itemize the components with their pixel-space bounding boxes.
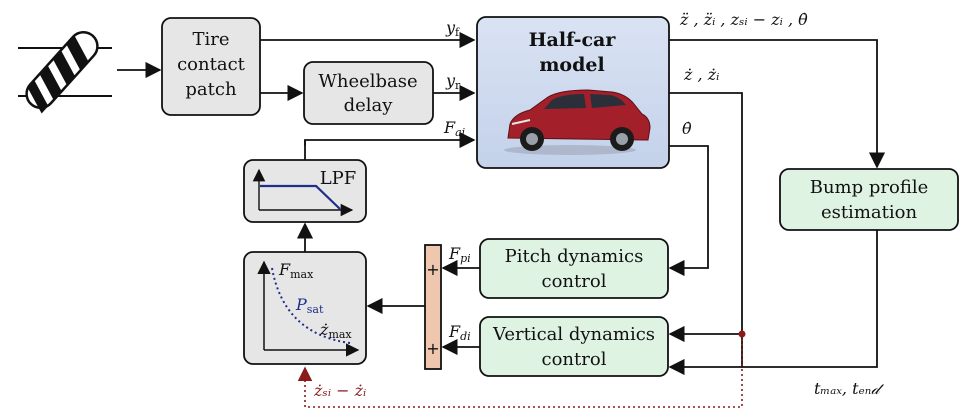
- fmax-label: Fmax: [278, 260, 314, 281]
- model-line-1: Half-car: [529, 29, 617, 51]
- road-bump-icon: [18, 30, 112, 114]
- car-icon: [504, 89, 651, 155]
- accel-to-bump-arrow: [669, 39, 886, 169]
- relative-velocity-feedback: [297, 334, 743, 408]
- lpf-label: LPF: [320, 168, 357, 189]
- vertical-line-1: Vertical dynamics: [492, 324, 655, 345]
- pitch-line-1: Pitch dynamics: [505, 246, 644, 267]
- bump-line-1: Bump profile: [810, 177, 929, 198]
- plus-sign-2: +: [426, 339, 439, 358]
- pitch-dynamics-control-block: Pitch dynamics control: [479, 238, 669, 299]
- zmax-label: żmax: [319, 320, 352, 341]
- relative-velocity-label: żₛᵢ − żᵢ: [313, 381, 366, 400]
- yf-label: yf: [445, 18, 460, 39]
- theta-to-pitch-arrow: [668, 145, 709, 277]
- theta-output-label: θ̇: [682, 119, 692, 138]
- fdi-label: Fdi: [448, 322, 471, 343]
- summing-junction: + +: [424, 244, 442, 370]
- psat-label: Psat: [295, 295, 324, 316]
- yr-label: yr: [445, 71, 461, 92]
- vertical-dynamics-control-block: Vertical dynamics control: [479, 316, 669, 377]
- wheelbase-line-1: Wheelbase: [318, 71, 417, 92]
- vel-output-label: ż , żᵢ: [683, 65, 719, 84]
- tire-contact-patch-block: Tire contact patch: [161, 17, 261, 116]
- tire-line-3: patch: [185, 79, 237, 100]
- pitch-line-2: control: [542, 271, 607, 292]
- accel-output-label: z̈ , z̈ᵢ , zₛᵢ − zᵢ , θ̇: [679, 10, 808, 29]
- lpf-block: LPF: [243, 159, 367, 223]
- wheelbase-line-2: delay: [344, 95, 394, 116]
- vertical-line-2: control: [542, 349, 607, 370]
- plus-sign-1: +: [426, 260, 439, 279]
- fpi-label: Fpi: [448, 244, 471, 265]
- fai-label: Fai: [443, 118, 465, 139]
- lpf-response-line: [260, 184, 341, 210]
- bump-profile-estimation-block: Bump profile estimation: [779, 168, 959, 231]
- model-line-2: model: [539, 54, 604, 76]
- fai-arrow: [304, 131, 476, 149]
- tire-line-1: Tire: [192, 29, 229, 50]
- half-car-model-block: Half-car model: [476, 16, 670, 169]
- vel-line: [669, 92, 743, 367]
- saturation-block: Fmax Psat żmax: [243, 251, 367, 365]
- tout-label: tₘₐₓ, tₑₙ𝒹: [814, 379, 884, 398]
- bump-to-vertical-arrow: [668, 230, 878, 376]
- wheelbase-delay-block: Wheelbase delay: [303, 61, 434, 125]
- tire-line-2: contact: [177, 54, 246, 75]
- bump-line-2: estimation: [821, 202, 918, 223]
